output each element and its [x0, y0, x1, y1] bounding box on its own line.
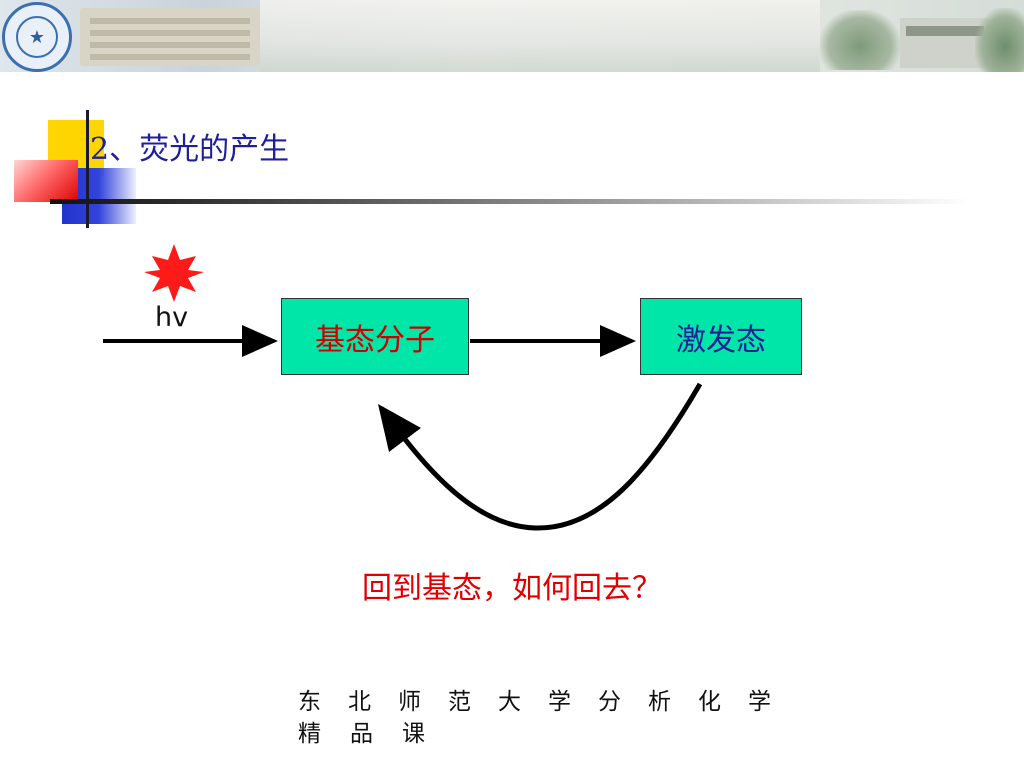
excited-state-box: 激发态 [640, 298, 802, 375]
footer-char: 师 [398, 689, 421, 715]
footer-char: 学 [748, 689, 771, 715]
footer-char: 析 [648, 689, 671, 715]
ground-state-label: 基态分子 [315, 322, 435, 358]
footer-char: 范 [448, 689, 471, 715]
footer-char: 东 [298, 689, 321, 715]
campus-building-image [80, 8, 260, 66]
header-banner: ★ [0, 0, 1024, 72]
photon-energy-label: hv [155, 302, 189, 333]
footer-line-2: 精 品 课 [298, 718, 798, 750]
university-logo: ★ [2, 2, 72, 72]
footer-char: 分 [598, 689, 621, 715]
ground-state-box: 基态分子 [281, 298, 469, 375]
footer-line-1: 东 北 师 范 大 学 分 析 化 学 [298, 686, 798, 718]
footer-char: 品 [350, 721, 373, 747]
footer-char: 课 [402, 721, 425, 747]
campus-trees-image [820, 10, 900, 70]
footer-char: 化 [698, 689, 721, 715]
book-icon: ★ [16, 16, 58, 58]
slide-title: 2、荧光的产生 [90, 132, 290, 167]
campus-sky-image [260, 0, 820, 72]
footer-char: 学 [548, 689, 571, 715]
footer-course-name: 东 北 师 范 大 学 分 析 化 学 精 品 课 [298, 686, 798, 750]
footer-char: 北 [348, 689, 371, 715]
footer-char: 精 [298, 721, 321, 747]
title-deco-vertical-line [86, 110, 89, 228]
question-text: 回到基态，如何回去？ [362, 571, 662, 606]
title-deco-red-square [14, 160, 78, 202]
footer-char: 大 [498, 689, 521, 715]
campus-trees-image-right [975, 8, 1024, 72]
title-underline [50, 199, 970, 204]
sun-icon [144, 244, 204, 302]
excited-state-label: 激发态 [676, 322, 766, 358]
return-curve-arrow [377, 382, 703, 531]
